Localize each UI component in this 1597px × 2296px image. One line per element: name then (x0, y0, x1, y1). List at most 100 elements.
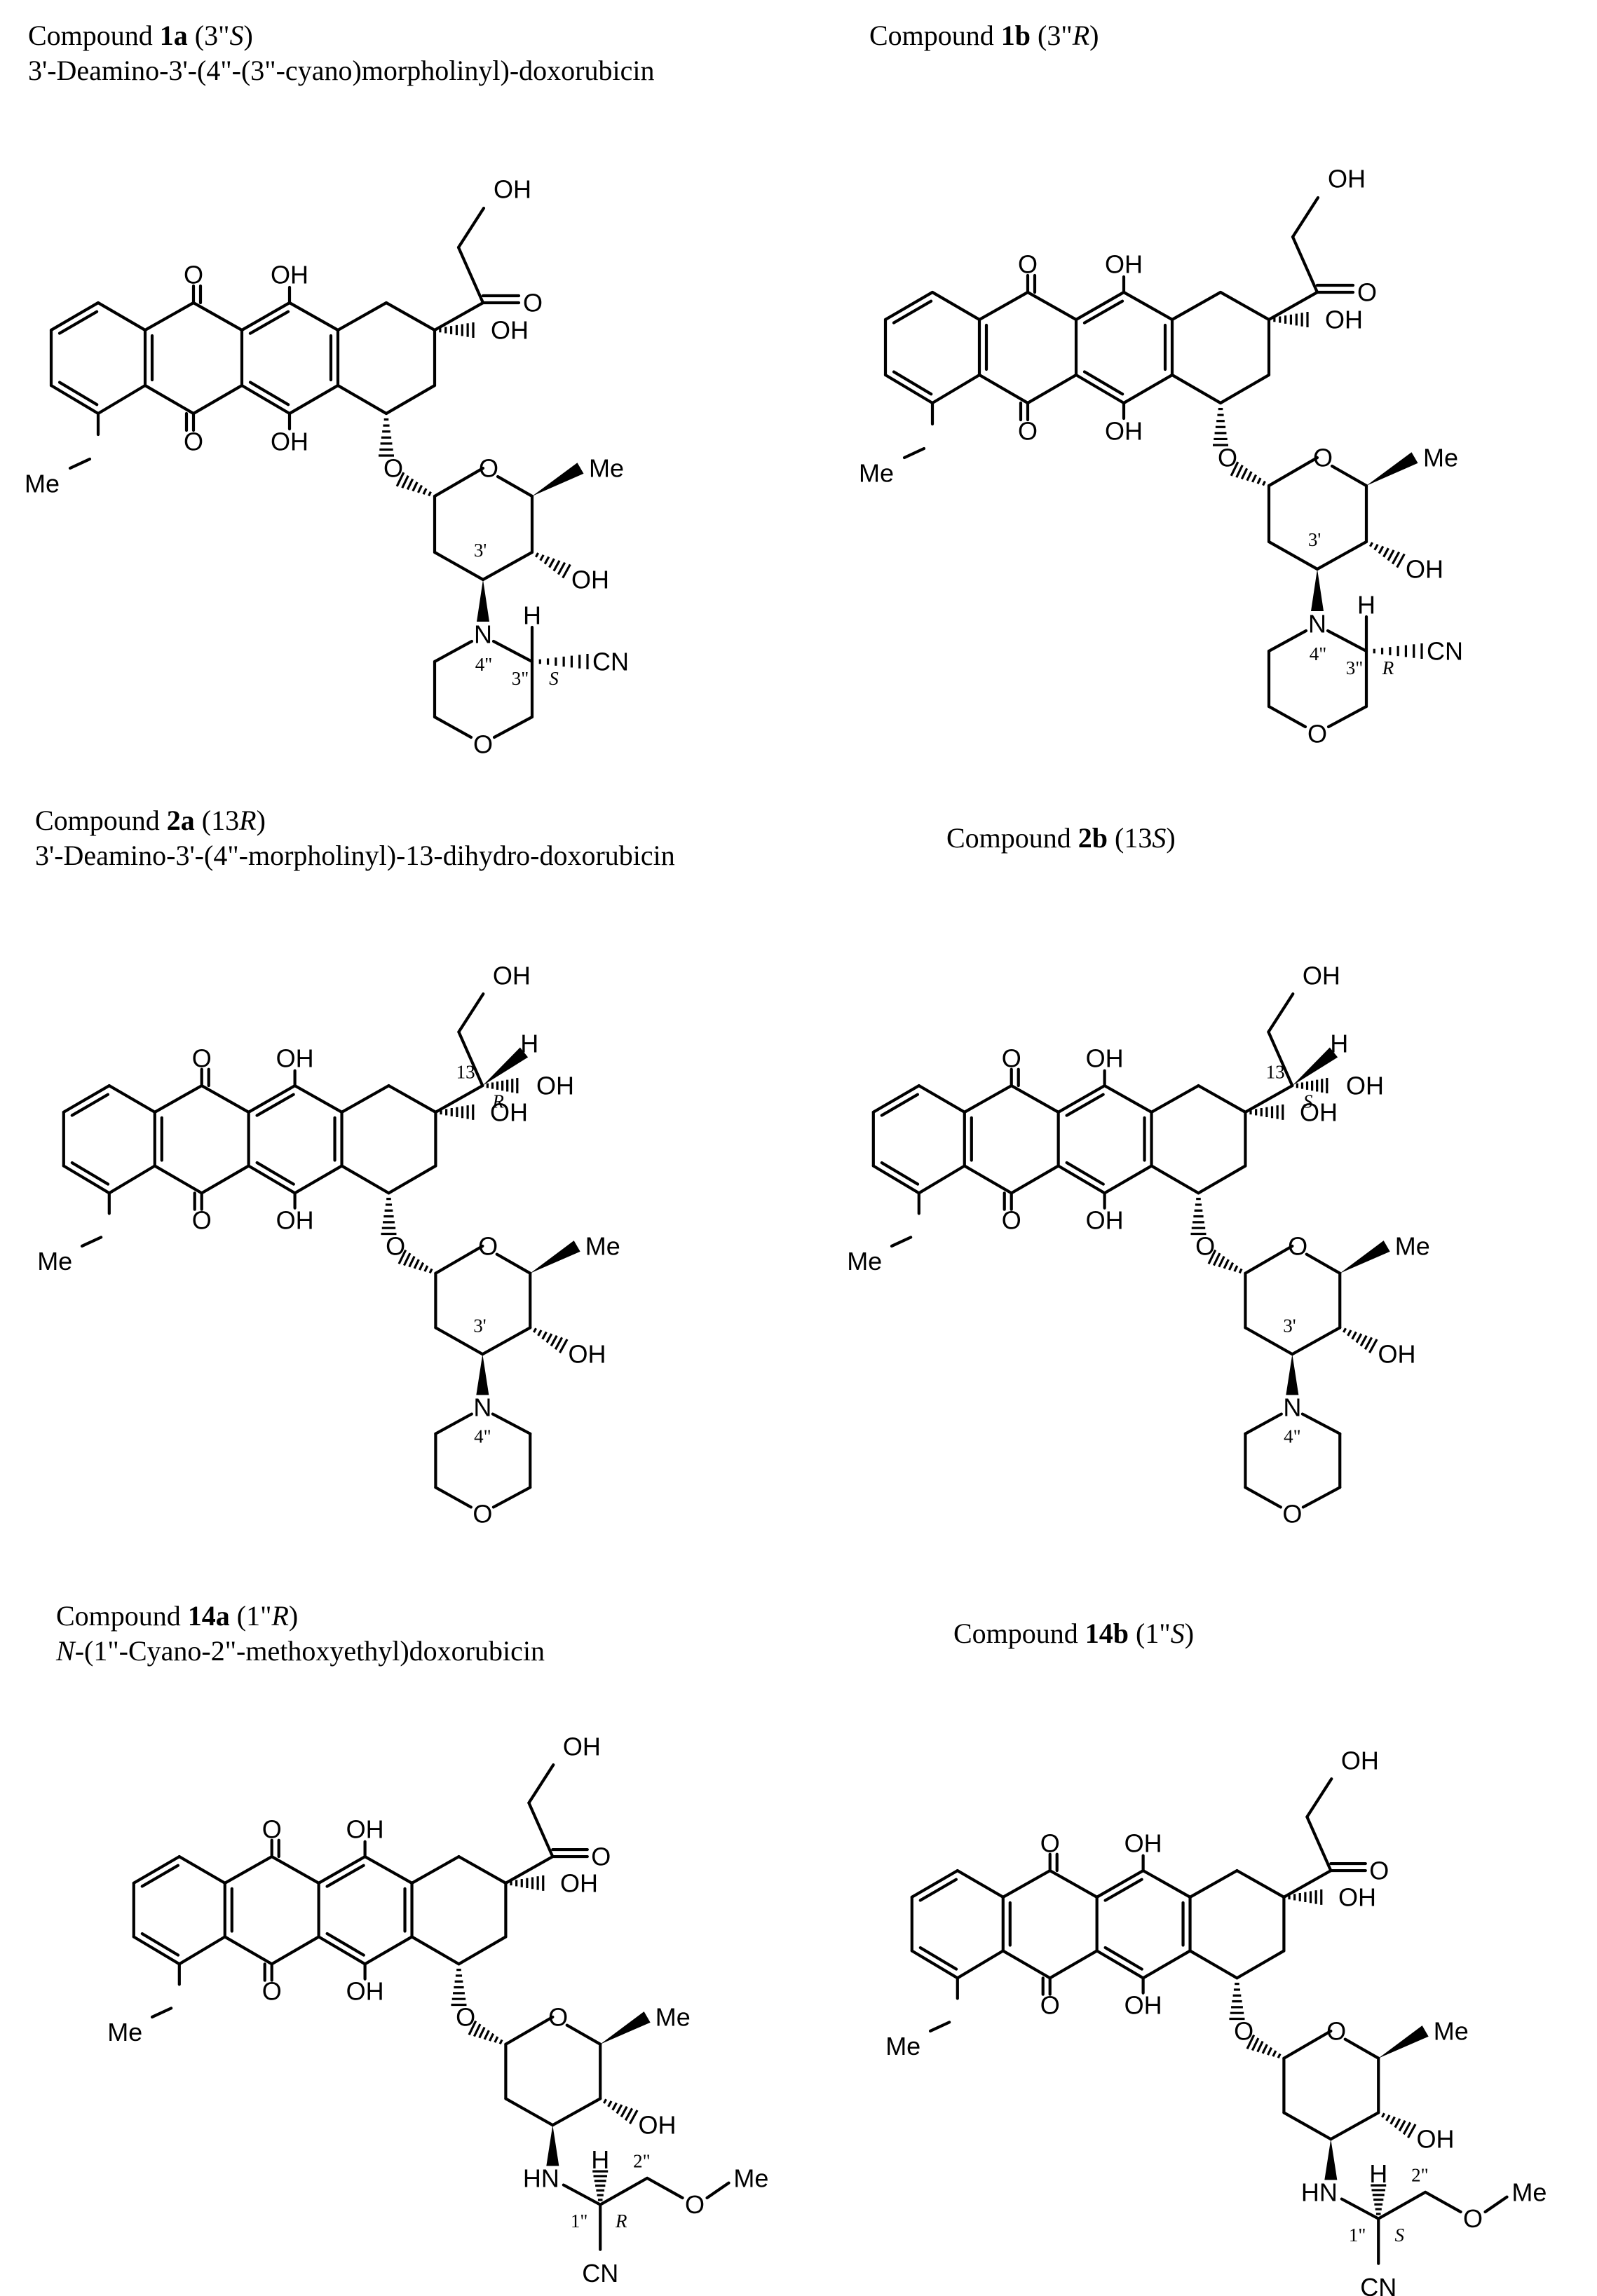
c9-oh-label: OH (1300, 1098, 1338, 1126)
c13-oh-label: OH (1346, 1072, 1384, 1100)
locant-3p-label: 3' (473, 1315, 486, 1336)
amine-nitrogen-label: N (474, 620, 492, 649)
compound-name: 3'-Deamino-3'-(4"-(3"-cyano)morpholinyl)… (28, 55, 654, 86)
morpholine-oxygen-label: O (1282, 1500, 1302, 1529)
sugar-methyl-label: Me (585, 1231, 620, 1260)
quinone-oxygen-label: O (192, 1206, 212, 1235)
ketone-oxygen-label: O (523, 289, 543, 317)
morpholine-oxygen-label: O (473, 1500, 492, 1529)
sugar-ring-oxygen-label: O (548, 2002, 568, 2031)
quinone-oxygen-label: O (1002, 1044, 1021, 1073)
c9-oh-label: OH (560, 1868, 598, 1897)
c9-oh-label: OH (1325, 306, 1363, 334)
phenol-oh-label: OH (271, 261, 308, 289)
sugar-methyl-label: Me (589, 454, 624, 483)
compound-caption: Compound 1b (3"R) (869, 20, 1099, 51)
c13-h-label: H (1330, 1029, 1348, 1058)
phenol-oh-label: OH (1086, 1044, 1124, 1073)
hydroxymethyl-oh-label: OH (1341, 1746, 1379, 1775)
cyano-label: CN (1360, 2273, 1396, 2296)
quinone-oxygen-label: O (184, 261, 203, 289)
phenol-oh-label: OH (346, 1977, 384, 2006)
phenol-oh-label: OH (1124, 1991, 1162, 2020)
quinone-oxygen-label: O (192, 1044, 212, 1073)
ether-oxygen-label: O (1463, 2204, 1483, 2233)
locant-1pp-label: 1" (571, 2210, 588, 2232)
ketone-oxygen-label: O (1369, 1857, 1389, 1885)
glycosidic-oxygen-label: O (1195, 1231, 1215, 1260)
quinone-oxygen-label: O (1002, 1206, 1021, 1235)
c3pp-stereo-label: S (549, 668, 559, 689)
sugar-oh-label: OH (571, 566, 609, 594)
sugar-methyl-label: Me (1423, 444, 1458, 472)
compound-name: 3'-Deamino-3'-(4"-morpholinyl)-13-dihydr… (35, 840, 675, 871)
amine-hn-label: HN (523, 2164, 559, 2192)
glycosidic-oxygen-label: O (1218, 444, 1237, 472)
ether-methyl-label: Me (1511, 2178, 1547, 2206)
phenol-oh-label: OH (276, 1206, 314, 1235)
sugar-methyl-label: Me (1395, 1231, 1430, 1260)
locant-4pp-label: 4" (475, 654, 493, 675)
c13-stereo-label: R (491, 1091, 504, 1112)
sugar-oh-label: OH (569, 1340, 606, 1369)
phenol-oh-label: OH (1086, 1206, 1124, 1235)
hydroxymethyl-oh-label: OH (1328, 165, 1366, 193)
methoxy-methyl-label: Me (885, 2032, 920, 2061)
quinone-oxygen-label: O (1018, 250, 1038, 279)
sugar-ring-oxygen-label: O (1326, 2016, 1346, 2045)
amine-nitrogen-label: N (1308, 610, 1326, 638)
compound-caption: Compound 14b (1"S) (953, 1618, 1194, 1649)
ether-oxygen-label: O (685, 2190, 705, 2219)
c9-oh-label: OH (490, 1098, 528, 1126)
phenol-oh-label: OH (271, 428, 308, 456)
locant-13-label: 13 (456, 1062, 475, 1083)
glycosidic-oxygen-label: O (456, 2002, 475, 2031)
hydroxymethyl-oh-label: OH (494, 175, 531, 204)
quinone-oxygen-label: O (262, 1815, 282, 1844)
c13-stereo-label: S (1303, 1091, 1313, 1112)
methoxy-methyl-label: Me (25, 470, 60, 498)
quinone-oxygen-label: O (1040, 1829, 1060, 1858)
c13-oh-label: OH (536, 1072, 574, 1100)
amine-nitrogen-label: N (473, 1393, 491, 1421)
quinone-oxygen-label: O (1040, 1991, 1060, 2020)
compound-caption: Compound 2b (13S) (946, 822, 1176, 854)
sugar-ring-oxygen-label: O (1313, 444, 1333, 472)
locant-4pp-label: 4" (474, 1426, 491, 1447)
phenol-oh-label: OH (1124, 1829, 1162, 1858)
glycosidic-oxygen-label: O (1234, 2016, 1253, 2045)
morpholine-oxygen-label: O (473, 730, 493, 759)
methoxy-methyl-label: Me (847, 1247, 882, 1276)
sugar-methyl-label: Me (655, 2002, 691, 2031)
sugar-ring-oxygen-label: O (478, 1231, 498, 1260)
cyano-label: CN (1427, 637, 1463, 666)
c9-oh-label: OH (491, 316, 529, 345)
locant-3pp-label: 3" (512, 668, 529, 689)
compound-caption: Compound 1a (3"S) (28, 20, 253, 51)
sugar-ring-oxygen-label: O (1288, 1231, 1307, 1260)
c13-h-label: H (520, 1029, 538, 1058)
methoxy-methyl-label: Me (37, 1247, 72, 1276)
locant-2pp-label: 2" (1411, 2165, 1429, 2186)
c1pp-stereo-label: S (1395, 2225, 1405, 2246)
locant-3p-label: 3' (1308, 529, 1321, 550)
compound-14a: Compound 14a (1"R)N-(1"-Cyano-2"-methoxy… (55, 1600, 768, 2288)
hydroxymethyl-oh-label: OH (493, 961, 531, 990)
compound-name: N-(1"-Cyano-2"-methoxyethyl)doxorubicin (55, 1635, 545, 1667)
sugar-oh-label: OH (1406, 555, 1443, 584)
locant-3p-label: 3' (474, 540, 487, 561)
morpholine-oxygen-label: O (1307, 720, 1327, 749)
cyano-label: CN (592, 648, 629, 676)
c1pp-stereo-label: R (615, 2210, 627, 2232)
phenol-oh-label: OH (346, 1815, 384, 1844)
quinone-oxygen-label: O (1018, 417, 1038, 446)
ether-methyl-label: Me (733, 2164, 768, 2192)
sugar-oh-label: OH (1417, 2125, 1455, 2154)
compound-2a: Compound 2a (13R)3'-Deamino-3'-(4"-morph… (35, 805, 675, 1529)
c1pp-h-label: H (591, 2145, 609, 2174)
amine-nitrogen-label: N (1283, 1393, 1301, 1421)
